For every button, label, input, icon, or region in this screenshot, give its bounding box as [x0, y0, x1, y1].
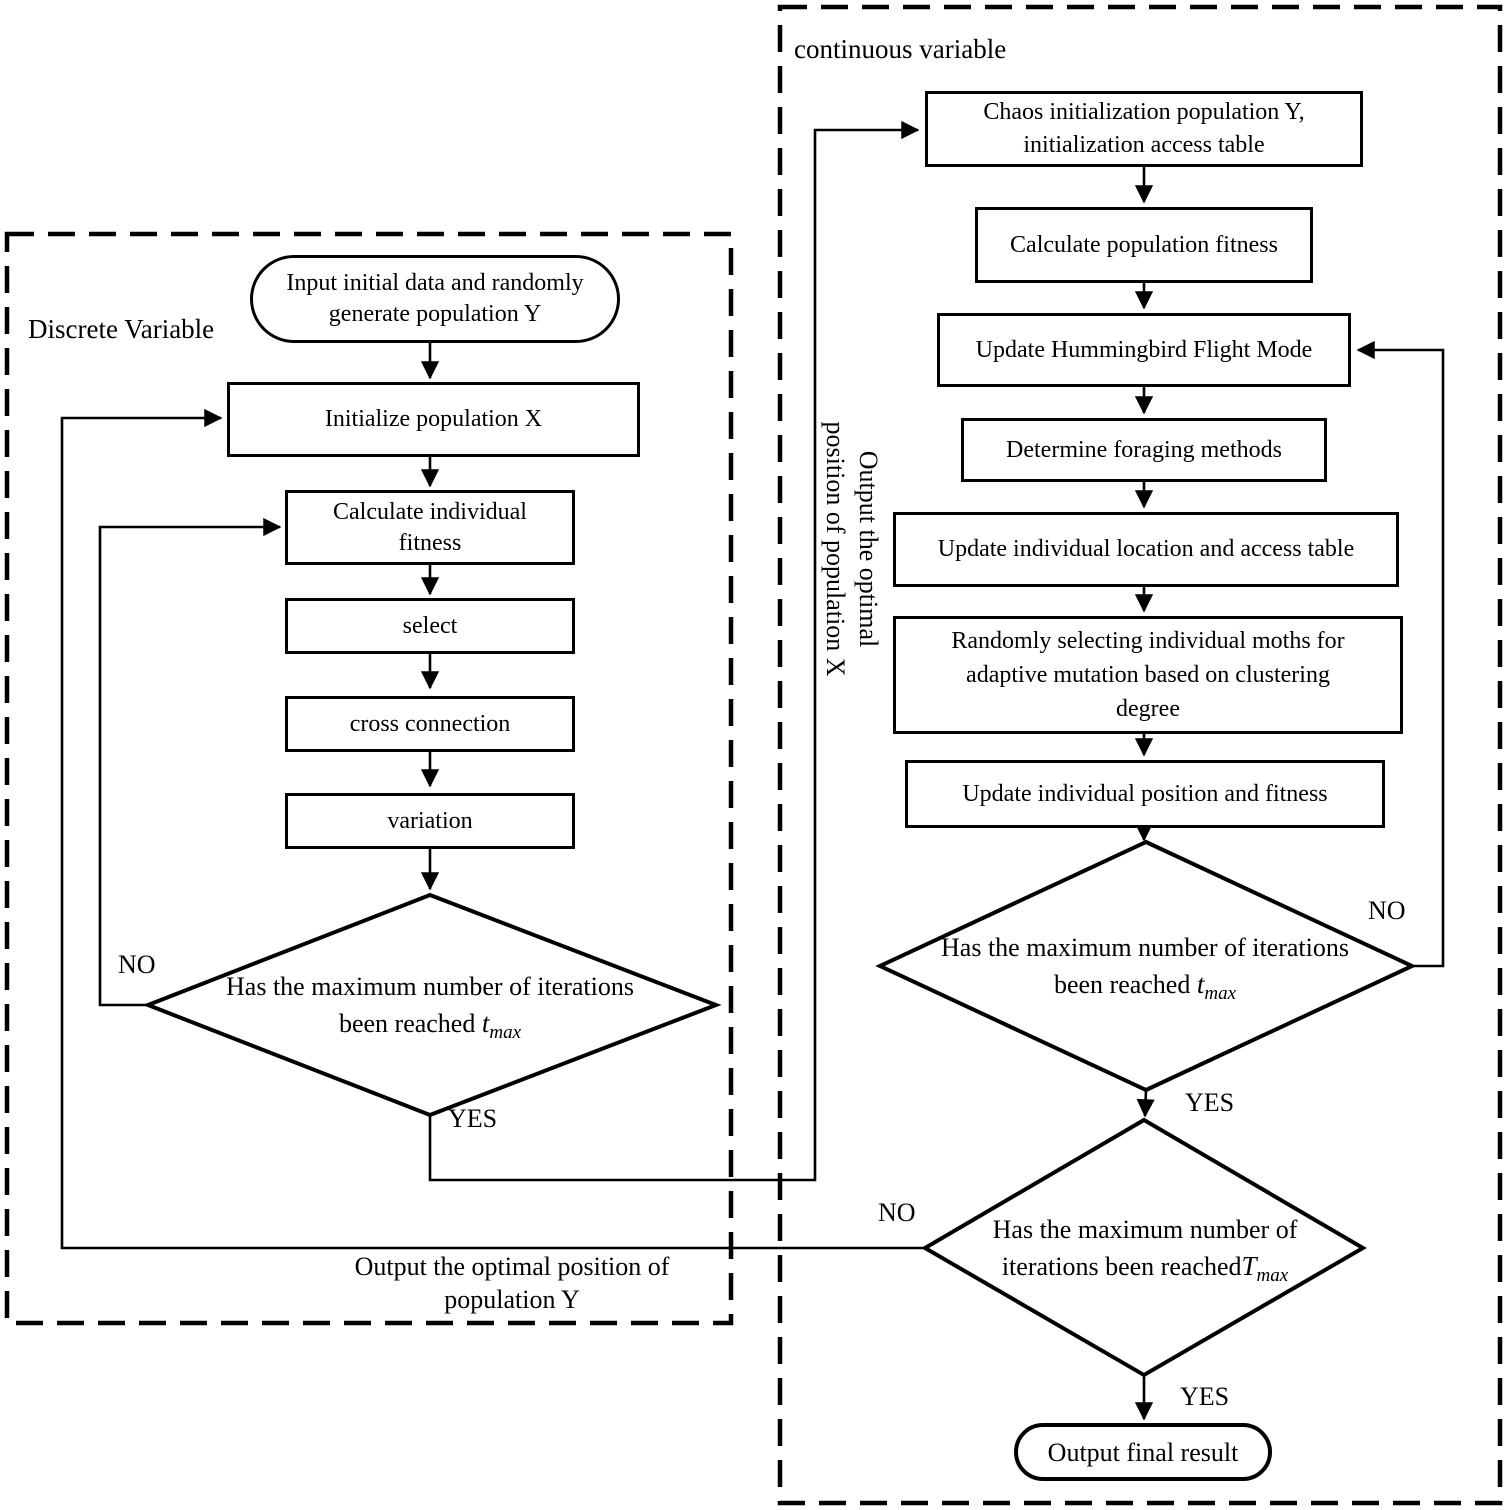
continuous-decision-T-no-label: NO [878, 1198, 916, 1227]
output-population-y-note: Output the optimal position of populatio… [354, 1252, 670, 1314]
continuous-decision-t-line2-prefix: been reached [1053, 969, 1197, 999]
connector-decision-yes-to-chaos [428, 120, 920, 1182]
discrete-decision-line2: been reached tmax [339, 1005, 521, 1042]
continuous-decision-t-text: Has the maximum number of iterations bee… [895, 900, 1395, 1032]
discrete-region-label: Discrete Variable [28, 314, 215, 344]
update-hummingbird-flight-mode-step: Update Hummingbird Flight Mode [937, 313, 1351, 387]
continuous-decision-t-yes-label: YES [1185, 1088, 1235, 1117]
cross-connection-step: cross connection [285, 696, 575, 752]
connector-decision-t-no-loop [1356, 340, 1445, 968]
discrete-yes-label: YES [448, 1104, 498, 1133]
continuous-decision-T-text: Has the maximum number of iterations bee… [935, 1185, 1355, 1311]
initialize-population-x-step: Initialize population X [227, 382, 640, 457]
chaos-initialization-step: Chaos initialization population Y, initi… [925, 91, 1363, 167]
discrete-decision-line1: Has the maximum number of iterations [226, 971, 634, 1001]
connector-decision-no-loop [98, 517, 282, 1007]
continuous-decision-T-subscript: max [1256, 1264, 1289, 1286]
determine-foraging-methods-step: Determine foraging methods [961, 418, 1327, 482]
continuous-decision-t-line1: Has the maximum number of iterations [941, 932, 1349, 962]
variation-step: variation [285, 793, 575, 849]
discrete-decision-text: Has the maximum number of iterations bee… [170, 940, 690, 1070]
discrete-decision-line2-prefix: been reached [338, 1008, 482, 1038]
continuous-decision-t-line2: been reached tmax [1054, 966, 1236, 1003]
output-population-x-note: Output the optimal position of populatio… [821, 421, 883, 677]
end-terminator: Output final result [1014, 1423, 1272, 1481]
continuous-decision-T-line2-prefix: iterations been reached [1001, 1251, 1242, 1281]
continuous-region-label: continuous variable [794, 34, 1007, 64]
update-individual-position-step: Update individual position and fitness [905, 760, 1385, 828]
connector-decision-t-yes [1136, 1089, 1155, 1118]
discrete-decision-subscript: max [489, 1021, 522, 1043]
continuous-decision-T-line1: Has the maximum number of [992, 1214, 1298, 1244]
connector-decision-T-no-loop [60, 408, 925, 1250]
discrete-region-border [4, 231, 734, 1326]
discrete-decision-symbol: t [481, 1007, 490, 1038]
continuous-decision-t-subscript: max [1204, 982, 1237, 1004]
start-terminator: Input initial data and randomly generate… [250, 255, 620, 343]
continuous-decision-t-no-label: NO [1368, 896, 1406, 925]
randomly-selecting-moths-step: Randomly selecting individual moths for … [893, 616, 1403, 734]
update-individual-location-step: Update individual location and access ta… [893, 512, 1399, 587]
continuous-decision-T-symbol: T [1241, 1250, 1257, 1281]
select-step: select [285, 598, 575, 654]
calculate-individual-fitness-step: Calculate individual fitness [285, 490, 575, 565]
calculate-population-fitness-step: Calculate population fitness [975, 207, 1313, 283]
continuous-decision-T-line2: iterations been reachedTmax [1002, 1248, 1288, 1285]
continuous-decision-t-symbol: t [1196, 968, 1205, 999]
discrete-no-label: NO [118, 950, 156, 979]
continuous-decision-T-yes-label: YES [1180, 1382, 1230, 1411]
